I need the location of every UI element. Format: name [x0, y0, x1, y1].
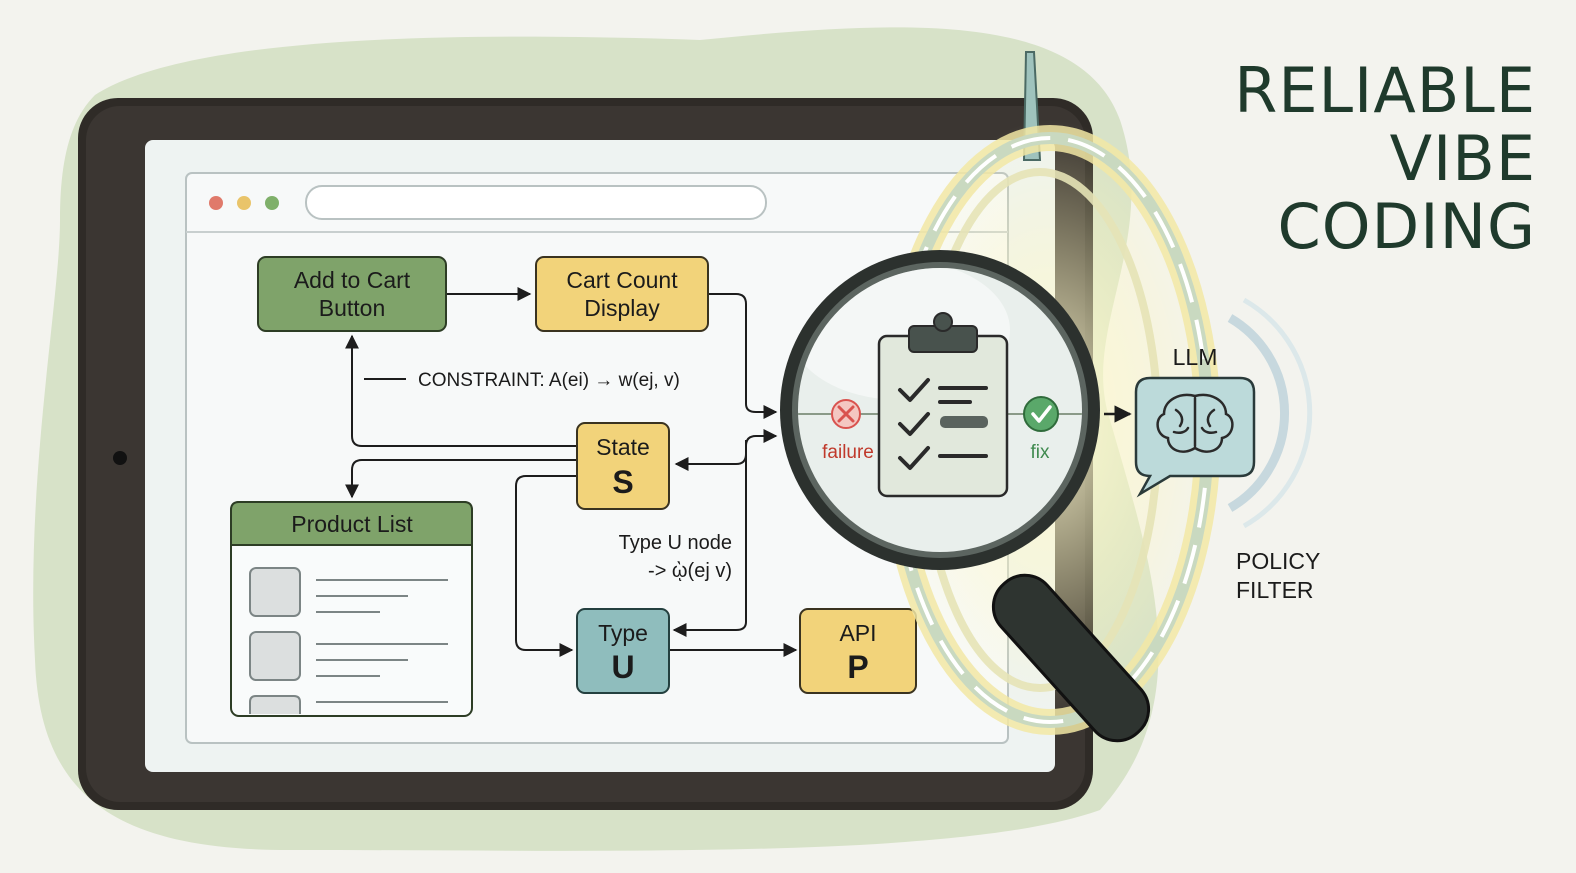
title-line-1: RELIABLE — [1234, 54, 1536, 127]
tablet-camera — [113, 451, 127, 465]
node-add-to-cart[interactable]: Add to Cart Button — [257, 256, 447, 332]
window-maximize-dot[interactable] — [265, 196, 279, 210]
llm-label: LLM — [1173, 344, 1218, 370]
window-close-dot[interactable] — [209, 196, 223, 210]
node-type-u-label-2: U — [611, 649, 634, 685]
node-state[interactable]: State S — [576, 422, 670, 510]
node-state-label-1: State — [596, 434, 650, 460]
product-thumbnail — [249, 695, 301, 714]
fix-label: fix — [1031, 442, 1051, 463]
fix-check-icon — [1023, 396, 1059, 432]
title-line-3: CODING — [1277, 190, 1536, 263]
node-api[interactable]: API P — [799, 608, 917, 694]
edge-state-to-type — [515, 475, 576, 657]
node-api-label-1: API — [839, 620, 876, 646]
brain-icon — [1156, 393, 1234, 453]
type-u-annotation-2: -> ῲ(ej v) — [648, 560, 732, 582]
window-minimize-dot[interactable] — [237, 196, 251, 210]
edge-count-to-inspector — [708, 293, 778, 419]
node-product-list-label: Product List — [291, 511, 413, 537]
node-cart-count-label-1: Cart Count — [566, 267, 678, 293]
clipboard-icon — [877, 312, 1009, 498]
magnifier-handle — [991, 573, 1151, 743]
failure-label: failure — [822, 442, 874, 463]
node-cart-count-label-2: Display — [584, 295, 660, 321]
node-api-label-2: P — [847, 649, 868, 685]
constraint-annotation: CONSTRAINT: A(ei) → w(ej, v) — [418, 370, 680, 391]
failure-marker: failure — [822, 399, 874, 463]
node-add-to-cart-label-1: Add to Cart — [294, 267, 411, 293]
node-state-label-2: S — [612, 464, 633, 500]
node-type-u-label-1: Type — [598, 620, 648, 646]
title-line-2: VIBE — [1389, 122, 1536, 195]
magnifier: failure fix — [780, 250, 1151, 743]
product-thumbnail — [249, 567, 301, 617]
policy-filter-label-1: POLICY — [1236, 548, 1320, 574]
address-bar[interactable] — [305, 185, 767, 220]
edge-state-to-cart — [345, 334, 576, 447]
edge-state-to-product — [345, 459, 576, 499]
node-add-to-cart-label-2: Button — [319, 295, 386, 321]
node-type-u[interactable]: Type U — [576, 608, 670, 694]
node-product-list[interactable]: Product List — [230, 501, 473, 717]
llm-block: LLM — [1134, 344, 1256, 498]
node-cart-count[interactable]: Cart Count Display — [535, 256, 709, 332]
fix-marker: fix — [1023, 396, 1059, 463]
type-u-annotation-1: Type U node — [619, 532, 732, 554]
edge-inspector-to-type — [672, 440, 747, 637]
product-thumbnail — [249, 631, 301, 681]
policy-filter-label-2: FILTER — [1236, 577, 1314, 603]
